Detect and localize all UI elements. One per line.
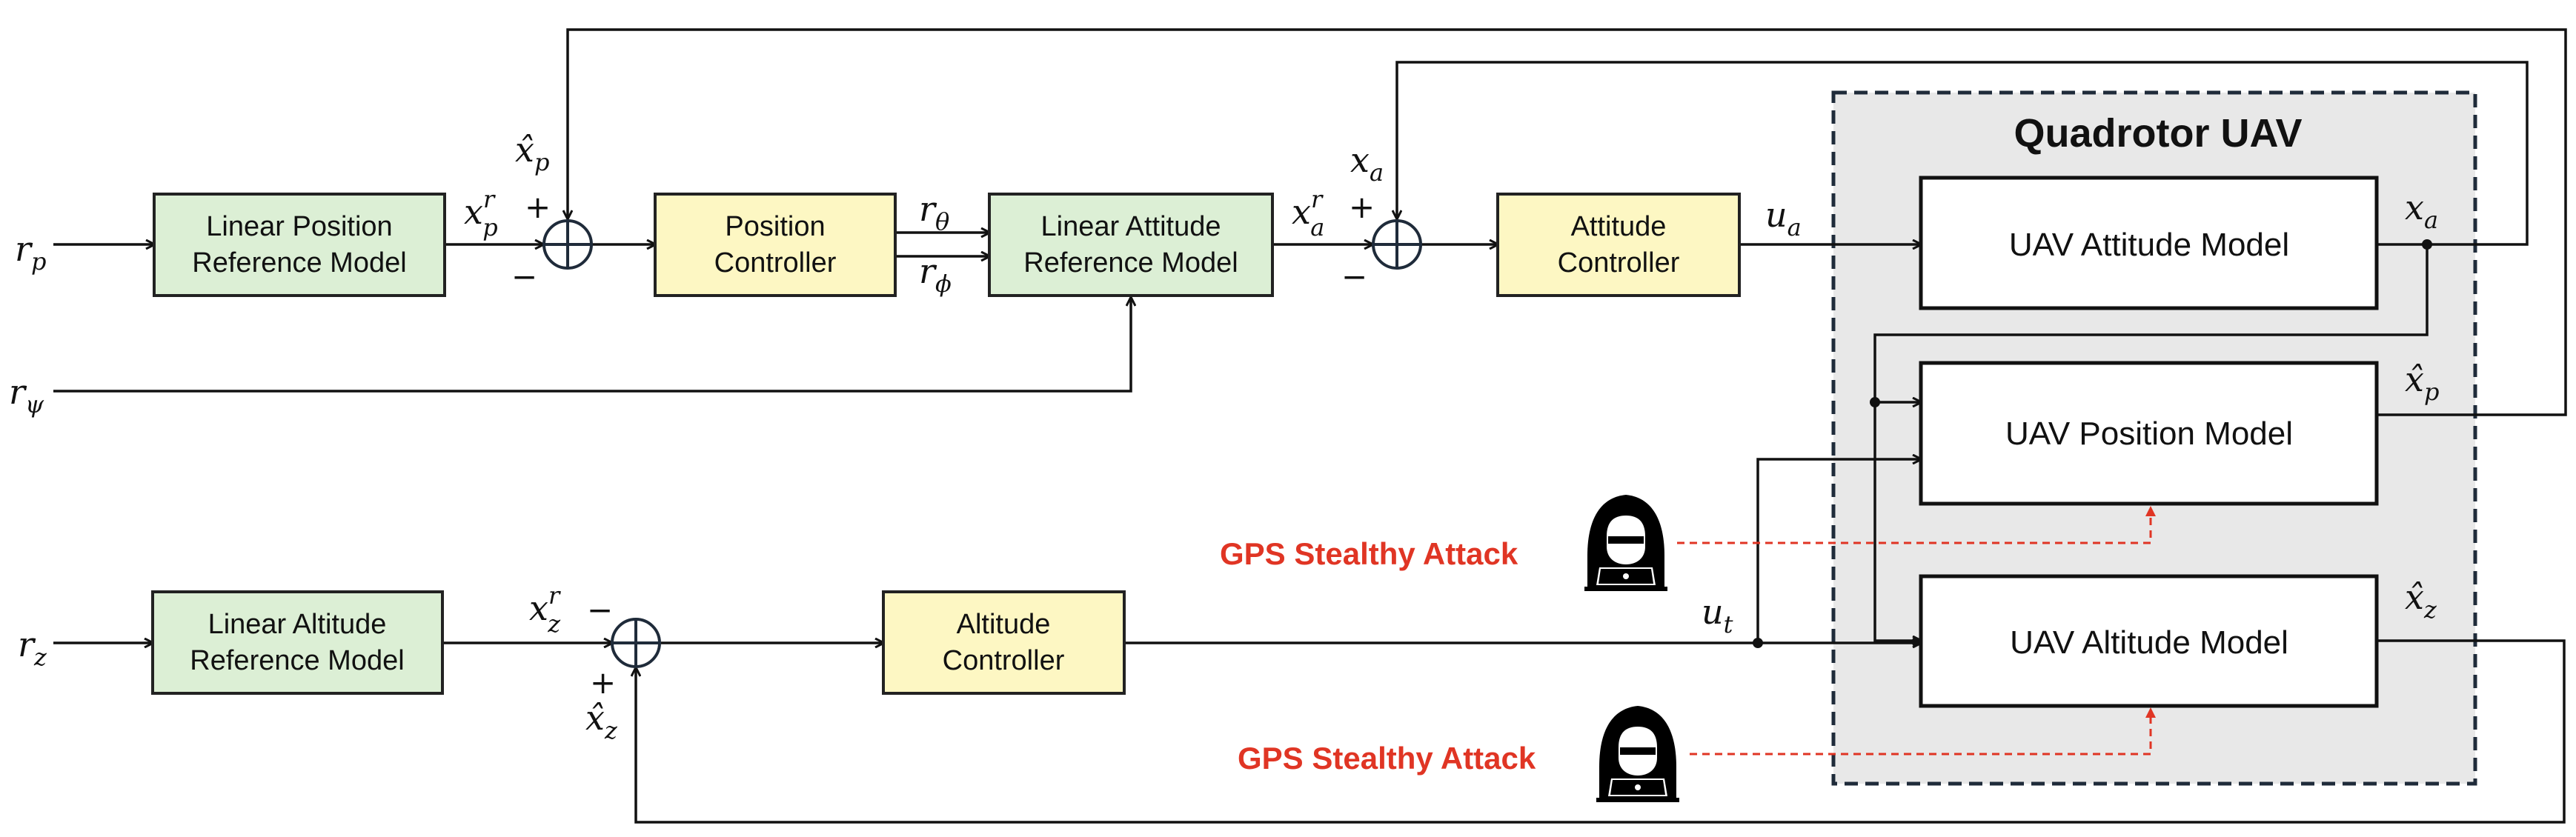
signal-label: rθ [919,189,949,236]
wire-xa-feedback [1397,61,2529,246]
junction-ut [1753,638,1763,648]
summing-junction-altitude [611,618,661,668]
wire-xz-feedback [636,639,2566,824]
altitude-controller [882,590,1126,695]
svg-text:Reference Model: Reference Model [190,645,404,676]
attack-label-position: GPS Stealthy Attack [1220,536,1518,571]
sign-minus-pos: − [511,259,537,295]
uav-position-model-label: UAV Position Model [2005,416,2293,452]
linear-position-reference-model [153,193,446,297]
quadrotor-uav-title: Quadrotor UAV [2014,111,2303,156]
svg-text:Attitude: Attitude [1571,211,1667,242]
sign-minus-att: − [1341,259,1367,295]
signal-label: x̂p [515,130,549,176]
svg-text:Reference Model: Reference Model [1023,247,1238,279]
block-label-line: Controller [943,645,1065,676]
sign-minus-alt: − [587,592,613,628]
summing-junction-attitude [1372,219,1422,270]
position-controller [654,193,897,297]
sign-plus-pos: + [525,189,551,225]
svg-text:Linear Position: Linear Position [206,211,392,242]
uav-altitude-model [1919,574,2379,708]
block-label-line: Linear Altitude [208,609,387,640]
linear-altitude-reference-model [151,590,444,695]
block-label-line: Linear Position [206,211,392,242]
uav-attitude-model [1919,176,2379,310]
wire-rpsi [53,298,1131,393]
block-label-line: Linear Attitude [1041,211,1221,242]
signal-label: x̂z [585,698,618,744]
svg-text:Linear Attitude: Linear Attitude [1041,211,1221,242]
signal-label: xa [2405,187,2438,234]
block-label-line: Reference Model [192,247,406,279]
signal-label: rp [15,229,46,276]
signal-label: rϕ [919,251,952,298]
signal-label: ut [1702,592,1733,638]
uav-position-model [1919,361,2379,506]
sign-plus-att: + [1349,189,1375,225]
signal-label: rψ [9,372,44,418]
attack-label-altitude: GPS Stealthy Attack [1238,741,1536,776]
block-label-line: Reference Model [190,645,404,676]
svg-text:Controller: Controller [943,645,1065,676]
signal-label: ua [1765,195,1802,241]
linear-attitude-reference-model [988,193,1274,297]
uav-altitude-model-label: UAV Altitude Model [2010,624,2288,661]
attack-line-altitude [1690,707,2156,756]
block-label-line: Reference Model [1023,247,1238,279]
block-label-line: Altitude [957,609,1051,640]
summing-junction-position [542,219,593,270]
uav-attitude-model-label: UAV Attitude Model [2009,227,2289,263]
svg-text:Reference Model: Reference Model [192,247,406,279]
block-label-line: Controller [1558,247,1680,279]
svg-text:Controller: Controller [714,247,837,279]
attack-line-position [1677,506,2156,544]
signal-label: x̂p [2405,359,2439,406]
junction-distribute [1870,397,1880,407]
svg-text:Controller: Controller [1558,247,1680,279]
signal-label: rz [18,624,47,671]
wire-ut-to-position [1756,459,1921,643]
signal-label: xa [1350,140,1384,187]
junction-xa [2422,239,2432,250]
signal-label: x̂z [2405,577,2437,624]
block-label-line: Position [725,211,825,242]
svg-text:Altitude: Altitude [957,609,1051,640]
hacker-icon [1596,706,1679,802]
svg-text:Position: Position [725,211,825,242]
attitude-controller [1496,193,1741,297]
hacker-icon [1584,495,1667,591]
sign-plus-alt: + [590,664,616,701]
block-label-line: Controller [714,247,837,279]
wire-xa-distribute [1873,244,2429,641]
wire-xp-feedback [568,28,2567,416]
svg-text:Linear Altitude: Linear Altitude [208,609,387,640]
block-label-line: Attitude [1571,211,1667,242]
